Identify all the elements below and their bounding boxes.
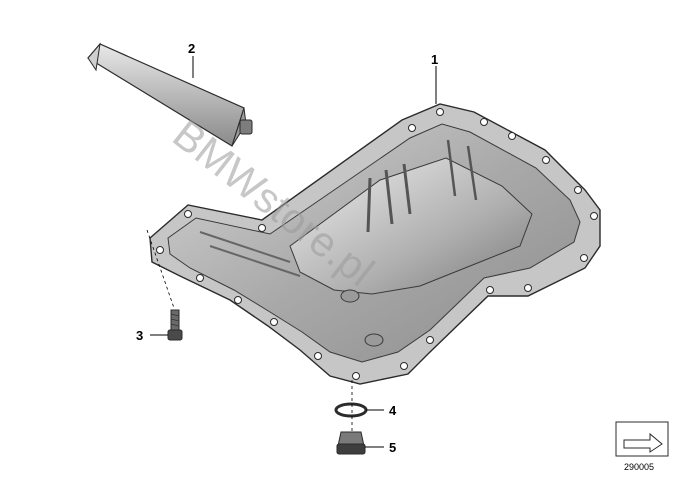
callout-4: 4 [389,403,397,418]
reference-box: 290005 [615,421,669,472]
callout-2: 2 [188,41,195,56]
drain-plug-icon [336,431,366,455]
assembly-line-bolt [146,229,175,309]
bolt-icon [167,309,183,341]
callout-5: 5 [389,440,396,455]
sealant-tube-icon [87,42,253,147]
reference-number: 290005 [624,462,654,472]
o-ring-icon [334,402,368,418]
arrow-icon [623,432,663,453]
callout-1: 1 [431,52,438,67]
oil-pan-icon [149,103,601,385]
callout-3: 3 [136,328,143,343]
